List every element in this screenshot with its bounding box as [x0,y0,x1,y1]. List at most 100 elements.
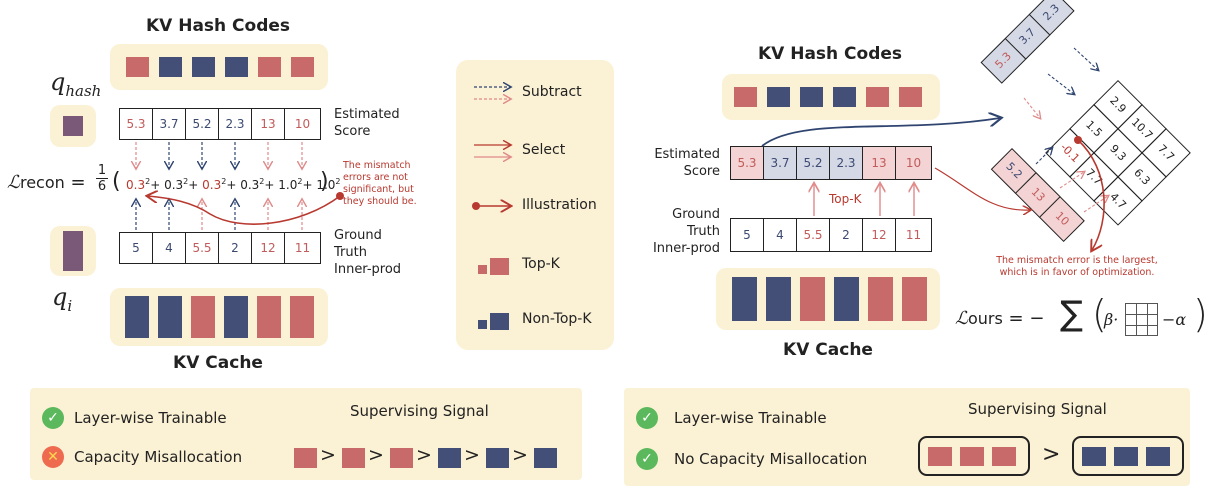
kv-cache-topk [191,296,215,338]
left-hash-title: KV Hash Codes [145,16,291,36]
kv-cache-nontopk [834,277,859,321]
topk-group [918,436,1030,476]
legend-nontopk-large [490,313,509,330]
right-signal-title: Supervising Signal [968,400,1107,418]
ground-cell: 11 [895,218,932,252]
loss-terms: 0.32+ 0.32+ 0.32+ 0.32+ 1.02+ 1.02 [126,177,341,192]
legend-nontopk: Non-Top-K [522,311,592,327]
right-topk-curve [934,167,1030,210]
signal-topk [960,447,984,466]
signal-nontopk [438,448,461,468]
estimated-cell: 5.3 [730,146,764,180]
estimated-cell: 5.2 [796,146,830,180]
cross-icon: ✕ [42,446,64,468]
left-mismatch-note: The mismatch errors are not significant,… [343,160,417,207]
signal-nontopk [534,448,557,468]
hash-code-nontopk [225,57,248,77]
loss-alpha: −α [1162,310,1187,329]
signal-nontopk [486,448,509,468]
kv-cache-nontopk [125,296,149,338]
left-subtract-arrows-top [136,142,302,168]
legend-select: Select [522,142,566,158]
check-icon: ✓ [42,407,64,429]
signal-topk [928,447,952,466]
hash-code-topk [258,57,281,77]
loss-grid-icon [1125,303,1158,336]
gt-symbol: > [416,444,432,466]
sum-symbol: ∑ [1060,294,1083,334]
q-i-label: qi [52,283,73,315]
signal-nontopk [1114,447,1138,466]
kv-cache-nontopk [158,296,182,338]
right-select-arrows [814,184,914,216]
check-icon: ✓ [636,448,658,470]
loss-close-paren: ) [1193,292,1208,336]
right-mismatch-note: The mismatch error is the largest, which… [996,255,1158,278]
left-check1-text: Layer-wise Trainable [74,409,227,427]
hash-code-nontopk [800,87,823,107]
legend-subtract: Subtract [522,84,582,100]
hash-code-topk [899,87,922,107]
kv-cache-nontopk [732,277,757,321]
left-subtract-arrows-bottom [136,200,302,230]
right-illustration-arrow [1078,140,1105,250]
kv-cache-topk [257,296,281,338]
q-hash-vector [63,116,83,136]
estimated-cell: 10 [895,146,932,180]
signal-topk [390,448,413,468]
legend-nontopk-small [478,320,487,329]
signal-topk [294,448,317,468]
q-hash-label: qhash [50,68,102,100]
estimated-cell: 10 [284,108,321,140]
signal-nontopk [1082,447,1106,466]
hash-code-topk [126,57,149,77]
right-cache-title: KV Cache [783,340,873,360]
legend-subtract-icon [474,87,510,99]
right-check2-text: No Capacity Misallocation [674,450,868,468]
estimated-cell: 2.3 [829,146,863,180]
legend-topk: Top-K [522,256,560,272]
kv-cache-topk [868,277,893,321]
nontopk-group [1072,436,1184,476]
open-paren: ( [112,169,121,194]
left-signal-title: Supervising Signal [350,402,489,420]
q-i-box [50,226,96,276]
right-ground-row: 5 4 5.5 2 12 11 [730,218,932,252]
check-icon: ✓ [636,407,658,429]
q-hash-box [50,105,96,147]
right-hash-title: KV Hash Codes [757,44,903,64]
bottom-right-panel: ✓ Layer-wise Trainable ✓ No Capacity Mis… [624,388,1190,486]
gt-symbol: > [320,444,336,466]
left-illustration-arrow [148,196,340,225]
kv-cache-topk [290,296,314,338]
kv-cache-nontopk [224,296,248,338]
signal-topk [992,447,1016,466]
bottom-left-panel: ✓ Layer-wise Trainable ✕ Capacity Misall… [30,388,582,480]
left-estimated-row: 5.3 3.7 5.2 2.3 13 10 [119,108,321,140]
hash-code-nontopk [159,57,182,77]
hash-code-nontopk [767,87,790,107]
signal-topk [342,448,365,468]
left-ground-row: 5 4 5.5 2 12 11 [119,232,321,264]
hash-code-nontopk [192,57,215,77]
matrix-subtract-arrows [1023,47,1108,213]
estimated-cell: 13 [862,146,896,180]
right-hash-codes-box [722,74,940,120]
hash-code-topk [734,87,757,107]
q-i-vector [63,231,83,271]
close-paren: ) [320,169,329,194]
estimated-cell: 3.7 [763,146,797,180]
gt-symbol: > [368,444,384,466]
legend-topk-small [478,265,487,274]
gt-symbol: > [464,444,480,466]
kv-cache-topk [902,277,927,321]
right-loss-formula: ℒours = − [955,308,1045,329]
legend-topk-large [490,258,509,275]
ground-cell: 11 [284,232,321,264]
gt-symbol: > [1042,442,1061,467]
left-cache-title: KV Cache [173,353,263,373]
loss-open-paren: ( [1092,292,1107,336]
